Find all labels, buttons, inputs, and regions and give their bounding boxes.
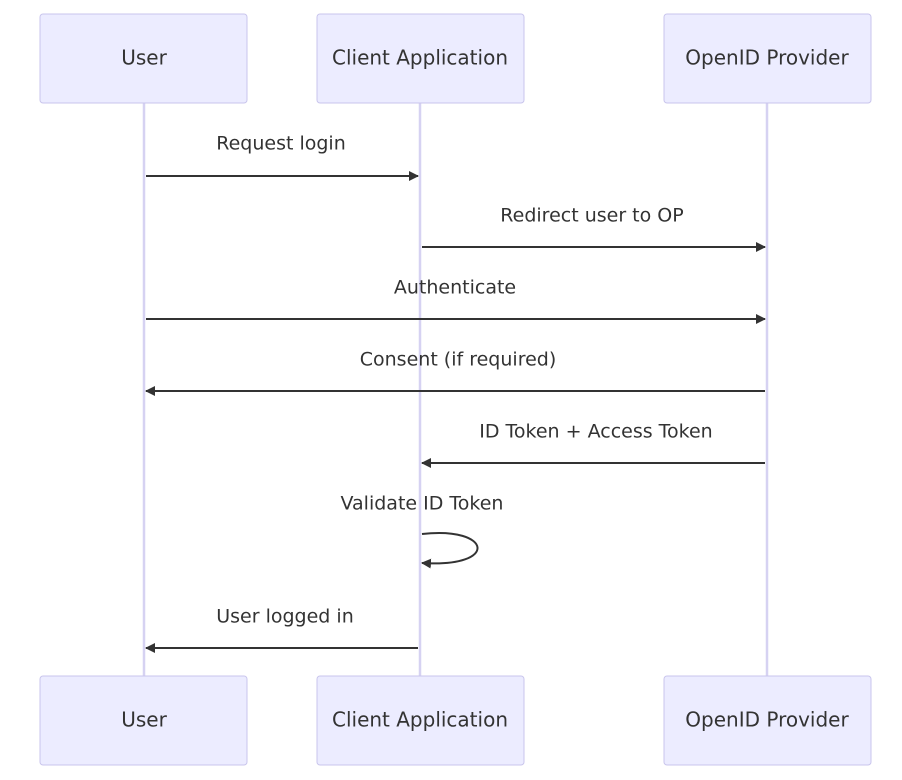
message-authenticate: Authenticate: [146, 277, 766, 324]
message-redirect-user-to-op: Redirect user to OP: [422, 205, 766, 252]
message-label: Request login: [216, 133, 346, 155]
participant-label: OpenID Provider: [685, 46, 849, 70]
participant-box: [663, 675, 872, 766]
message-label: Validate ID Token: [341, 493, 504, 515]
message-label: Authenticate: [394, 277, 516, 299]
participant-box: [316, 675, 525, 766]
message-label: Redirect user to OP: [500, 205, 683, 227]
message-label: Consent (if required): [360, 349, 557, 371]
message-label: ID Token + Access Token: [479, 421, 712, 443]
participant-box: [39, 13, 248, 104]
message-id-token-access-token: ID Token + Access Token: [421, 421, 765, 468]
participant-label: User: [121, 708, 167, 732]
participant-label: Client Application: [332, 46, 508, 70]
participant-user-bottom: User: [39, 675, 248, 766]
participant-box: [316, 13, 525, 104]
message-consent: Consent (if required): [145, 349, 765, 396]
participant-label: Client Application: [332, 708, 508, 732]
participant-openid-provider-top: OpenID Provider: [663, 13, 872, 104]
participant-client-application-bottom: Client Application: [316, 675, 525, 766]
message-label: User logged in: [216, 606, 353, 628]
message-validate-id-token: Validate ID Token: [341, 493, 504, 569]
message-request-login: Request login: [146, 133, 419, 181]
self-loop-arrow: [421, 532, 479, 569]
participant-label: User: [121, 46, 167, 70]
participant-user-top: User: [39, 13, 248, 104]
participant-client-application-top: Client Application: [316, 13, 525, 104]
participant-box: [39, 675, 248, 766]
participant-openid-provider-bottom: OpenID Provider: [663, 675, 872, 766]
participant-label: OpenID Provider: [685, 708, 849, 732]
message-user-logged-in: User logged in: [145, 606, 418, 653]
participant-box: [663, 13, 872, 104]
lifelines: [142, 103, 769, 676]
